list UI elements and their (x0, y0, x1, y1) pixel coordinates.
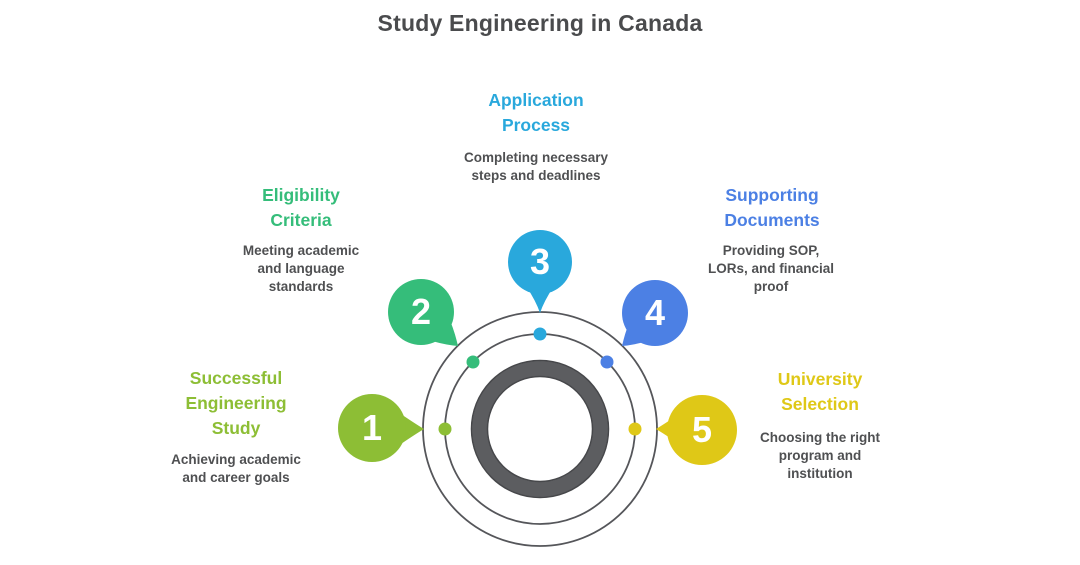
step-label-3: Application Process (488, 90, 584, 135)
step-description-5: Choosing the right program and instituti… (760, 430, 880, 481)
step-bubble-5: 5 (667, 395, 737, 465)
orbit-dot-4 (600, 355, 614, 369)
orbit-dot-1 (438, 422, 452, 436)
step-description-2: Meeting academic and language standards (242, 243, 360, 294)
page-title: Study Engineering in Canada (377, 10, 703, 36)
step-number-1: 1 (361, 407, 383, 448)
step-bubble-1: 1 (338, 394, 406, 462)
step-label-2: Eligibility Criteria (262, 185, 340, 230)
hub-ring-inner-edge (486, 375, 594, 483)
step-bubble-2: 2 (388, 279, 454, 345)
orbit-dot-5 (628, 422, 642, 436)
step-label-1: Successful Engineering Study (185, 368, 287, 438)
orbit-dot-2 (466, 355, 480, 369)
step-number-4: 4 (644, 292, 666, 333)
step-description-3: Completing necessary steps and deadlines (463, 150, 609, 183)
hub-ring (472, 361, 608, 497)
step-number-2: 2 (410, 291, 432, 332)
step-description-4: Providing SOP, LORs, and financial proof (707, 243, 835, 294)
step-bubble-4: 4 (622, 280, 688, 346)
step-label-4: Supporting Documents (724, 185, 820, 230)
step-number-3: 3 (529, 241, 551, 282)
step-label-5: University Selection (777, 369, 863, 414)
orbit-dot-3 (533, 327, 547, 341)
step-bubble-3: 3 (508, 230, 572, 294)
hub-ring-outer-edge (470, 359, 610, 499)
step-number-5: 5 (691, 409, 713, 450)
step-description-1: Achieving academic and career goals (171, 452, 301, 485)
outer-orbit-ring (422, 311, 658, 547)
